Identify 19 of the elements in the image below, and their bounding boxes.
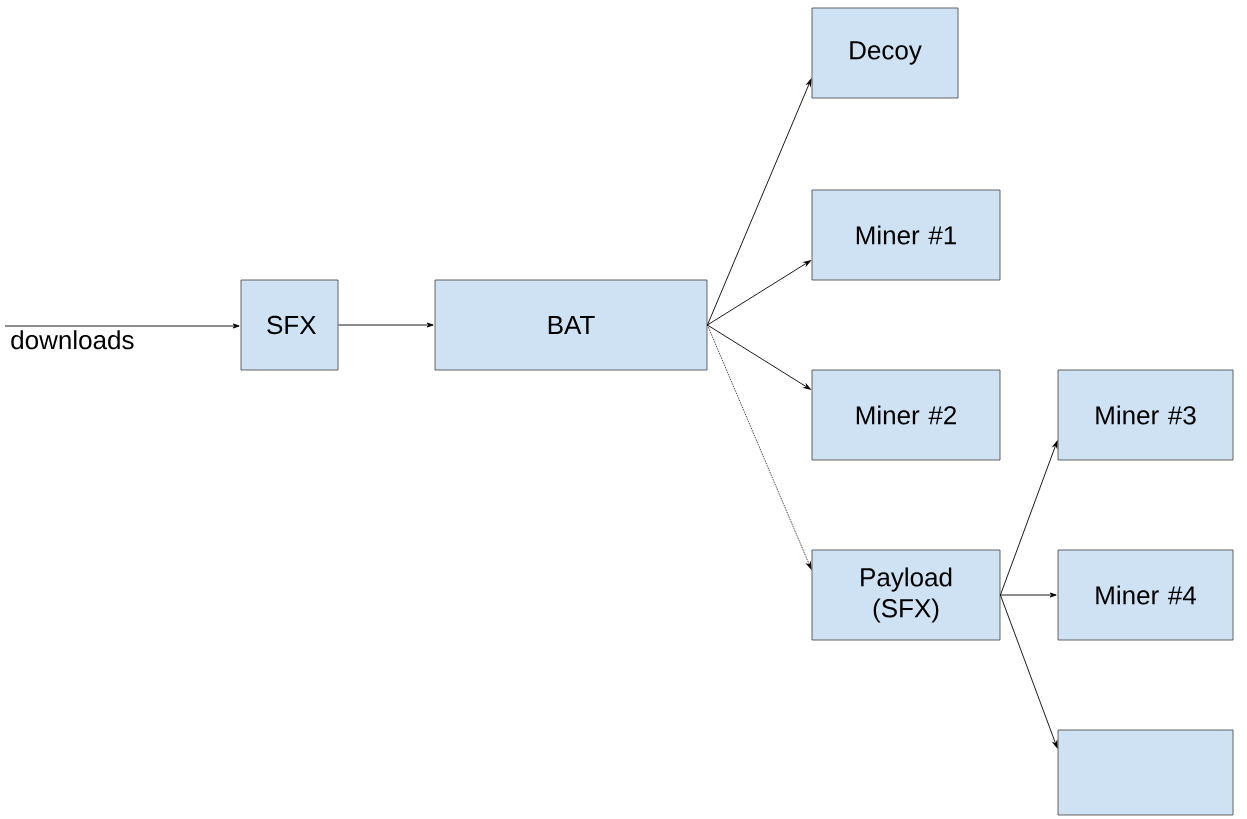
process-box: BAT [434, 279, 708, 371]
arrow [999, 594, 1058, 749]
process-box: SFX [240, 279, 339, 371]
arrow [706, 78, 812, 326]
source-label: downloads [11, 330, 134, 350]
arrow [706, 324, 811, 390]
process-box: Miner #4 [1057, 549, 1234, 641]
process-box: Miner #1 [811, 189, 1001, 281]
arrow [706, 260, 811, 326]
process-box [1057, 729, 1234, 816]
process-box: Miner #3 [1057, 369, 1234, 461]
arrow [4, 323, 240, 329]
arrow [999, 592, 1057, 598]
arrow [999, 440, 1058, 596]
process-box: Miner #2 [811, 369, 1001, 461]
process-box: Payload (SFX) [811, 549, 1001, 641]
process-box: Decoy [811, 7, 959, 99]
arrow [706, 324, 812, 570]
arrow [337, 322, 434, 328]
